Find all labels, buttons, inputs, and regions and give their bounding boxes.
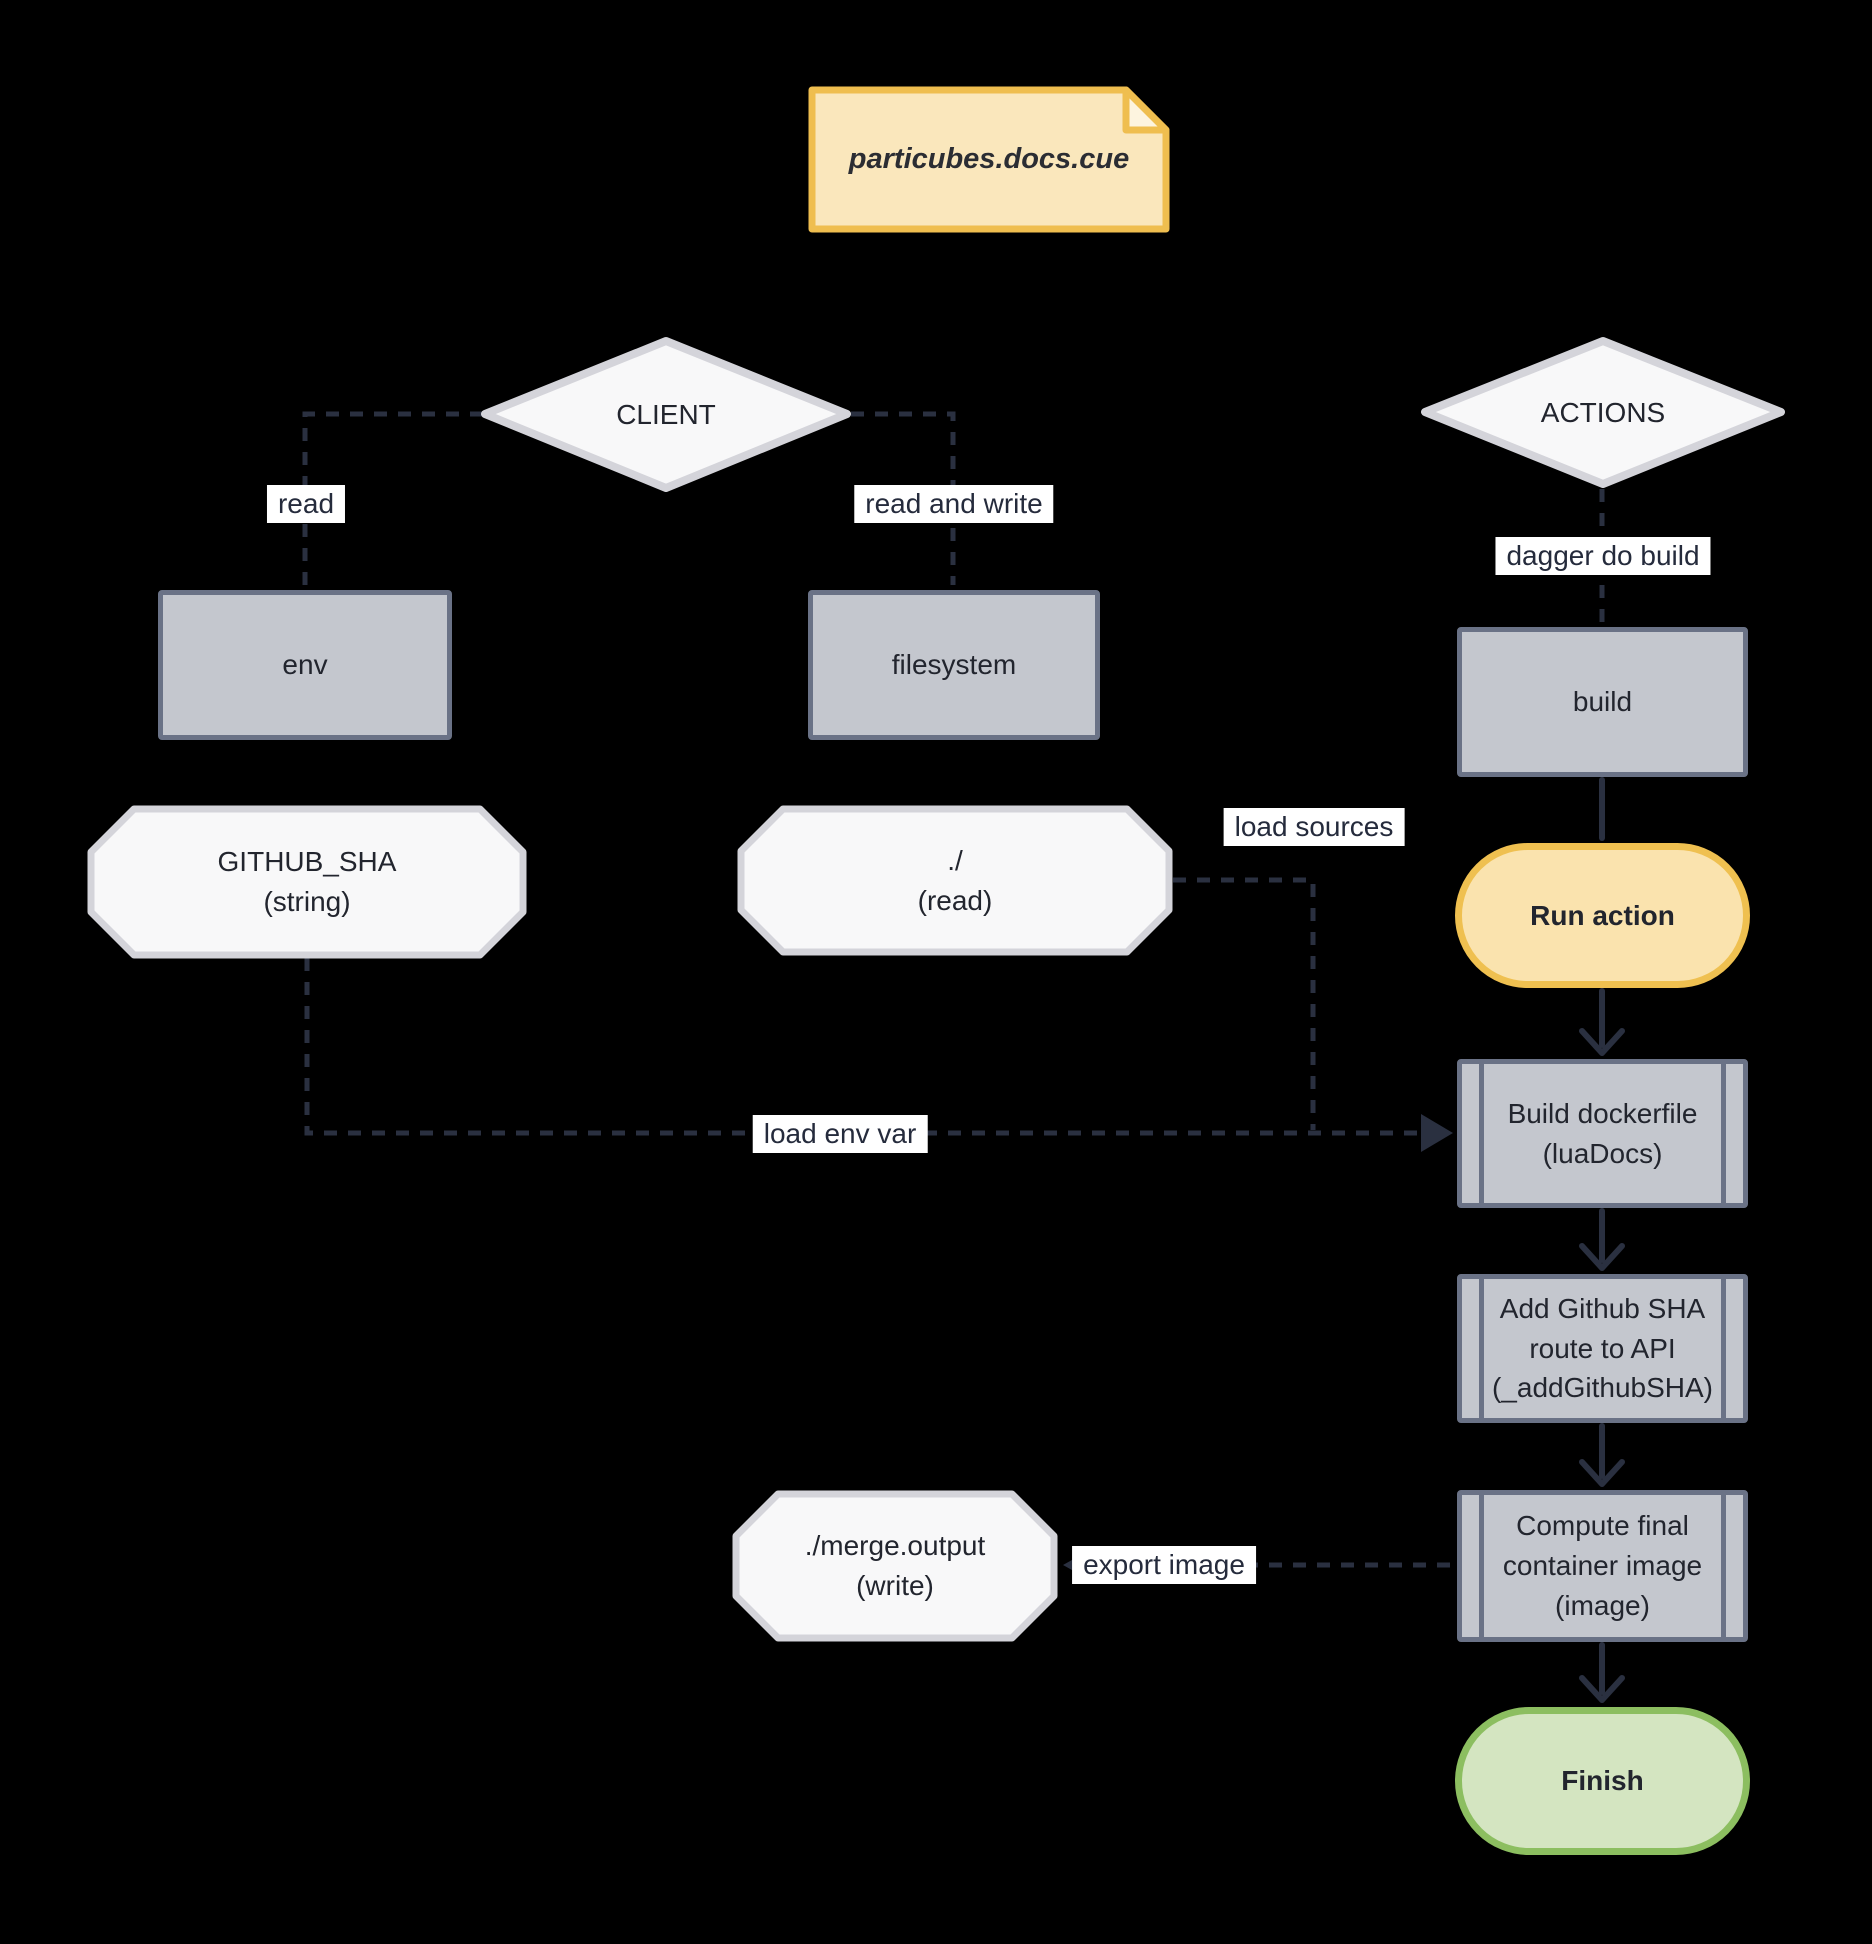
node-github-sha: GITHUB_SHA (string) (87, 805, 527, 959)
node-filesystem: filesystem (808, 590, 1100, 740)
node-build: build (1457, 627, 1748, 777)
edge-label-load-sources: load sources (1223, 808, 1405, 846)
edge-client-env (302, 411, 483, 585)
edge-label-load-env-var: load env var (752, 1115, 928, 1153)
node-client: CLIENT (480, 336, 852, 493)
env-label: env (282, 649, 328, 681)
edge-load-sources (1173, 877, 1316, 1130)
note-title: particubes.docs.cue (848, 142, 1130, 175)
actions-diamond-shape (1421, 337, 1785, 488)
arrow-chevron-1 (1579, 1028, 1625, 1056)
edge-label-read-and-write: read and write (854, 485, 1054, 523)
workdir-read-label: ./ (read) (917, 844, 993, 916)
actions-label: ACTIONS (1540, 396, 1666, 428)
filesystem-label: filesystem (891, 649, 1017, 681)
edge-label-dagger-do-build: dagger do build (1495, 537, 1711, 575)
client-diamond-shape (481, 337, 851, 492)
arrow-chevron-3 (1579, 1459, 1625, 1487)
node-compute-image: Compute final container image (image) (1457, 1490, 1748, 1642)
workdir-read-shape (737, 805, 1173, 956)
node-actions: ACTIONS (1420, 336, 1786, 489)
merge-output-shape (732, 1490, 1058, 1642)
arrow-chevron-2 (1579, 1243, 1625, 1271)
build-dockerfile-label: Build dockerfile (luaDocs) (1507, 1097, 1698, 1169)
run-action-label: Run action (1530, 899, 1675, 931)
merge-output-label: ./merge.output (write) (804, 1530, 986, 1601)
node-workdir-read: ./ (read) (737, 805, 1173, 956)
node-finish: Finish (1455, 1707, 1750, 1855)
github-sha-label: GITHUB_SHA (string) (217, 846, 397, 917)
arrowhead-into-build-dockerfile (1421, 1114, 1453, 1152)
node-build-dockerfile: Build dockerfile (luaDocs) (1457, 1059, 1748, 1208)
note-particubes-docs-cue: particubes.docs.cue (808, 86, 1170, 233)
note-shape (808, 86, 1170, 233)
compute-image-label: Compute final container image (image) (1502, 1510, 1703, 1621)
edge-load-env-var (304, 958, 1428, 1136)
node-run-action: Run action (1455, 843, 1750, 988)
arrow-chevron-4 (1579, 1675, 1625, 1703)
edge-label-read: read (266, 485, 346, 523)
edge-label-export-image: export image (1072, 1546, 1256, 1584)
node-merge-output: ./merge.output (write) (732, 1490, 1058, 1642)
node-add-github-sha: Add Github SHA route to API (_addGithubS… (1457, 1274, 1748, 1423)
finish-label: Finish (1561, 1765, 1644, 1797)
build-label: build (1572, 686, 1633, 718)
github-sha-shape (87, 805, 527, 959)
add-github-sha-label: Add Github SHA route to API (_addGithubS… (1491, 1292, 1713, 1404)
edge-client-filesystem (851, 411, 956, 585)
client-label: CLIENT (616, 398, 716, 430)
node-env: env (158, 590, 452, 740)
